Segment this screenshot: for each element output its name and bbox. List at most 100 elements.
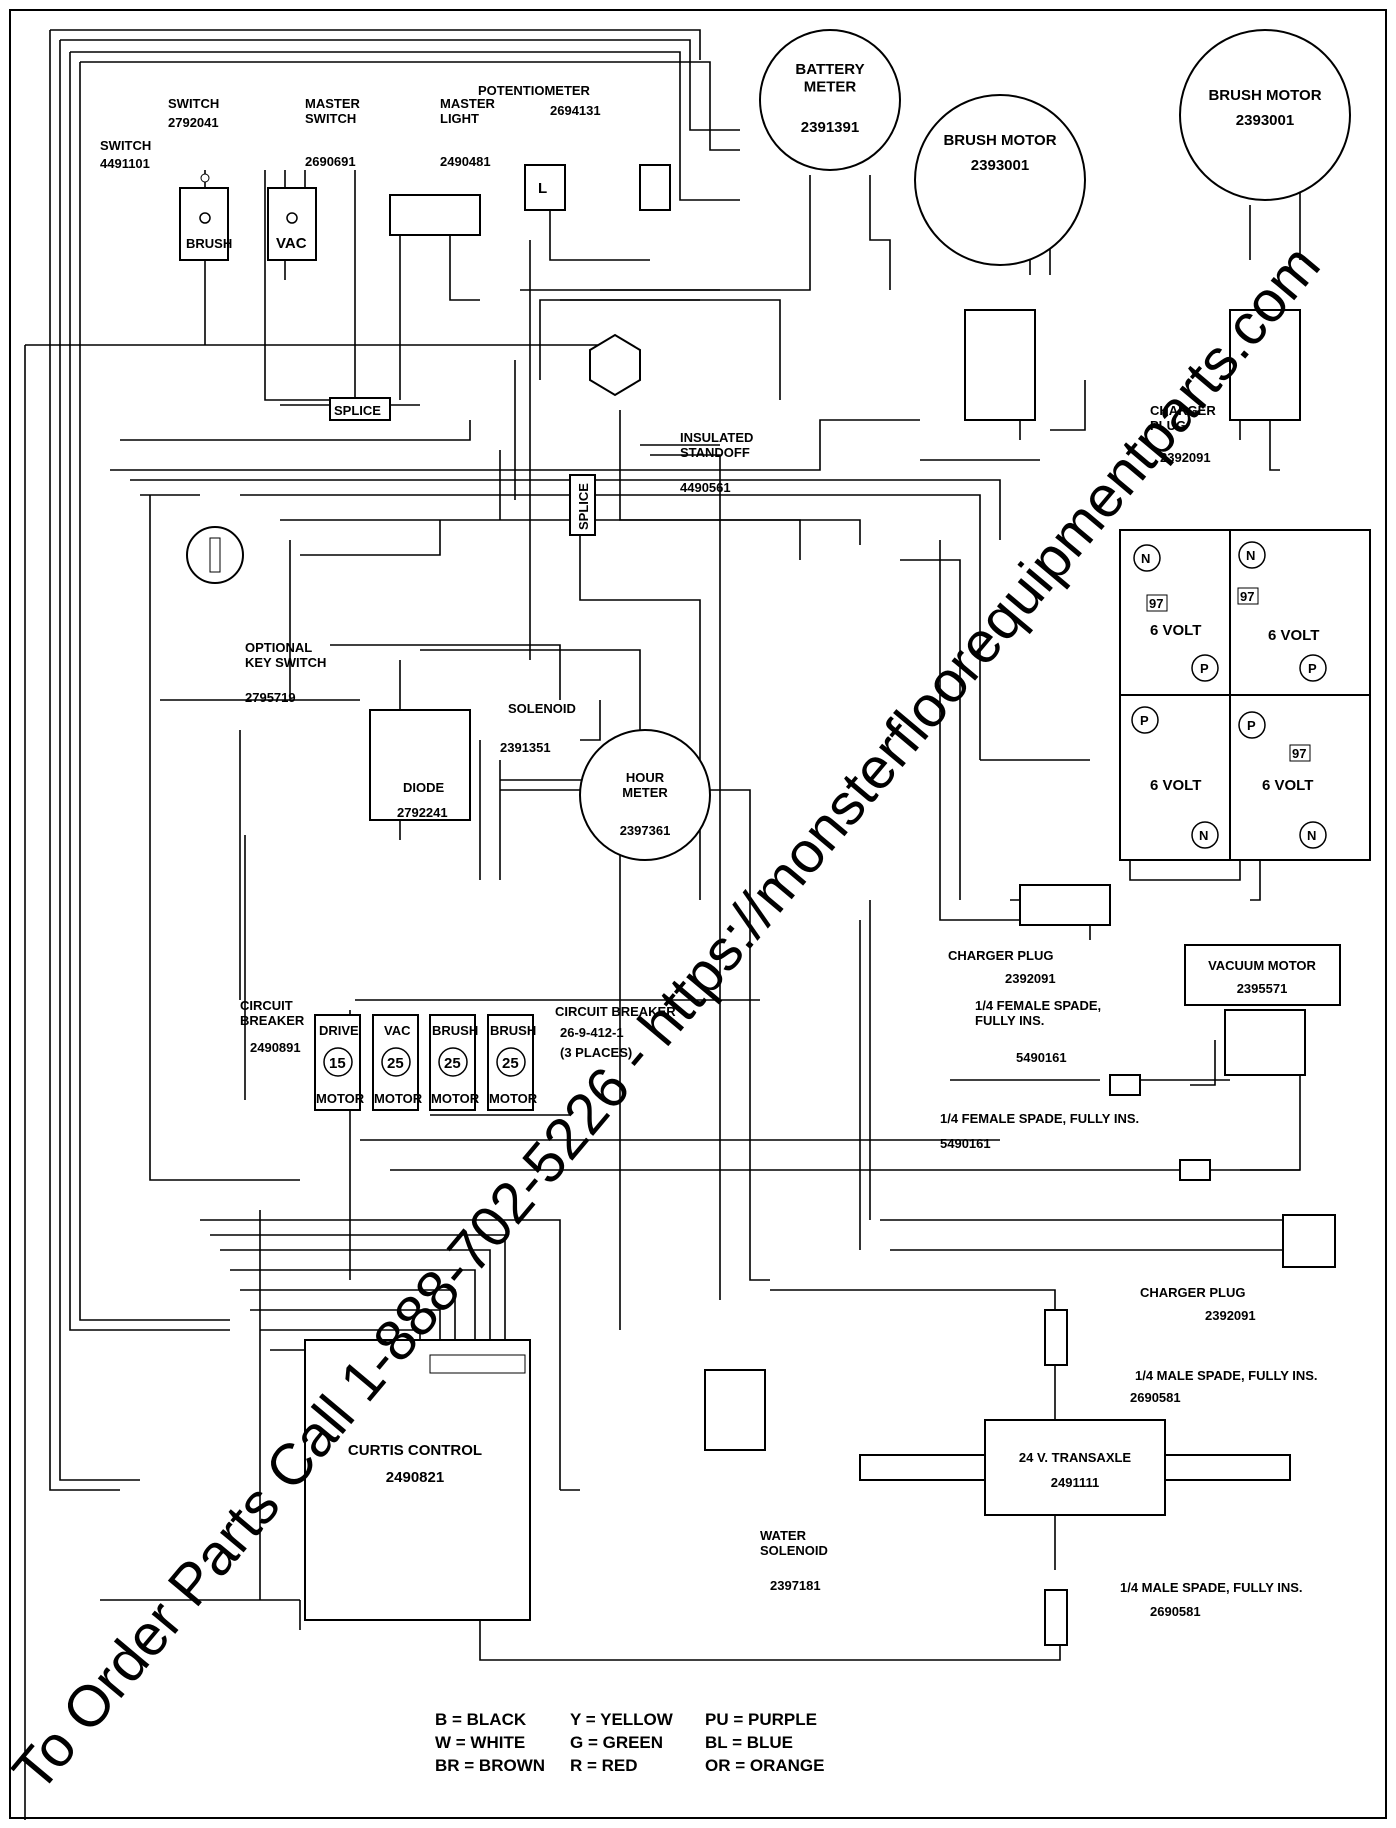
switch-vac-part: 2792041 [168,115,219,130]
battery-2-pos: P [1308,661,1317,676]
transaxle-title: 24 V. TRANSAXLE [1019,1450,1132,1465]
breaker-drive: DRIVE 15 MOTOR [314,1014,365,1111]
solenoid-body [369,709,471,821]
vacuum-motor-title: VACUUM MOTOR [1208,958,1316,973]
solenoid-title: SOLENOID [508,701,576,716]
solenoid: SOLENOID 2391351 DIODE 2792241 [369,701,576,821]
breaker-brush-2-top: BRUSH [490,1023,536,1038]
legend-r0-c1: Y = YELLOW [570,1710,674,1729]
brush-motor-1-circle [914,94,1086,266]
curtis-control: CURTIS CONTROL 2490821 [304,1339,531,1621]
brush-motor-2: BRUSH MOTOR 2393001 [1179,29,1351,421]
watermark-text: To Order Parts Call 1-888-702-5226 - htt… [0,233,1332,1803]
legend-r2-c1: R = RED [570,1756,638,1775]
master-light-part: 2490481 [440,154,491,169]
legend-r0-c2: PU = PURPLE [705,1710,817,1729]
battery-1-tag: 97 [1149,596,1163,611]
male-spade-2-title: 1/4 MALE SPADE, FULLY INS. [1120,1580,1303,1595]
breaker-brush-2: BRUSH 25 MOTOR [487,1014,538,1111]
brush-motor-2-plug [1229,309,1301,421]
charger-plug-mid-part: 2392091 [1005,971,1056,986]
battery-3-neg: N [1199,828,1208,843]
battery-3-label: 6 VOLT [1150,777,1201,794]
diode-part: 2792241 [397,805,448,820]
battery-4-tag: 97 [1292,746,1306,761]
charger-plug-mid-title: CHARGER PLUG [948,948,1053,963]
legend-r2-c2: OR = ORANGE [705,1756,825,1775]
switch-vac: SWITCH 2792041 VAC [168,96,317,261]
switch-vac-title: SWITCH [168,96,219,111]
charger-plug-top-part: 2392091 [1160,450,1211,465]
potentiometer: POTENTIOMETER 2694131 [478,83,671,211]
switch-brush-body [179,187,229,261]
charger-plug-low-title: CHARGER PLUG [1140,1285,1245,1300]
breaker-drive-bottom: MOTOR [316,1091,365,1106]
splice-2 [569,474,596,536]
hour-meter-part: 2397361 [620,823,671,838]
breaker-brush-1-rating: 25 [444,1055,461,1072]
battery-4-label: 6 VOLT [1262,777,1313,794]
male-spade-2-part: 2690581 [1150,1604,1201,1619]
switch-brush-part: 4491101 [100,156,150,171]
breaker-drive-rating: 15 [329,1055,346,1072]
curtis-control-part: 2490821 [386,1469,444,1486]
color-legend: B = BLACK Y = YELLOW PU = PURPLE W = WHI… [435,1710,825,1775]
potentiometer-body [639,164,671,211]
brush-motor-1-title: BRUSH MOTOR [943,132,1056,149]
breaker-drive-top: DRIVE [319,1023,359,1038]
water-solenoid-body [704,1369,766,1451]
switch-vac-face: VAC [276,235,307,252]
legend-r0-c0: B = BLACK [435,1710,527,1729]
battery-meter-part: 2391391 [801,119,859,136]
master-light-face: L [538,180,547,197]
switch-brush-title: SWITCH [100,138,151,153]
potentiometer-part: 2694131 [550,103,601,118]
female-spade-2-title: 1/4 FEMALE SPADE, FULLY INS. [940,1111,1139,1126]
splice-1 [329,397,391,421]
legend-r1-c2: BL = BLUE [705,1733,793,1752]
transaxle-part: 2491111 [1051,1475,1099,1490]
battery-meter-circle [759,29,901,171]
brush-motor-2-part: 2393001 [1236,112,1294,129]
breaker-brush-2-rating: 25 [502,1055,519,1072]
transaxle: 24 V. TRANSAXLE 2491111 [859,1419,1291,1516]
splice-1-label: SPLICE [334,403,381,418]
legend-r1-c0: W = WHITE [435,1733,525,1752]
breaker-vac-rating: 25 [387,1055,404,1072]
optional-key-switch-part: 2795719 [245,690,296,705]
switch-brush-face: BRUSH [186,236,232,251]
hour-meter-circle [579,729,711,861]
brush-motor-1-plug [964,309,1036,421]
splice-2-label: SPLICE [576,483,591,530]
battery-pack: 6 VOLT 6 VOLT 6 VOLT 6 VOLT N N P P P P … [1119,529,1371,861]
battery-4-pos: P [1247,718,1256,733]
curtis-control-body [304,1339,531,1621]
male-spade-1-title: 1/4 MALE SPADE, FULLY INS. [1135,1368,1318,1383]
breaker-brush-1-bottom: MOTOR [431,1091,480,1106]
brush-motor-2-circle [1179,29,1351,201]
breaker-brush-1: BRUSH 25 MOTOR [429,1014,480,1111]
charger-plug-low-part: 2392091 [1205,1308,1256,1323]
battery-1-pos: P [1200,661,1209,676]
transaxle-body [984,1419,1166,1516]
vacuum-motor-part: 2395571 [1237,981,1288,996]
male-spades: 1/4 MALE SPADE, FULLY INS. 2690581 1/4 M… [1044,1309,1318,1646]
charger-plug-mid-body [1019,884,1111,926]
breaker-vac-top: VAC [384,1023,411,1038]
charger-plug-low-body [1282,1214,1336,1268]
male-spade-1-part: 2690581 [1130,1390,1181,1405]
breaker-brush-2-bottom: MOTOR [489,1091,538,1106]
charger-plug-low: CHARGER PLUG 2392091 [1140,1214,1336,1323]
solenoid-part: 2391351 [500,740,551,755]
